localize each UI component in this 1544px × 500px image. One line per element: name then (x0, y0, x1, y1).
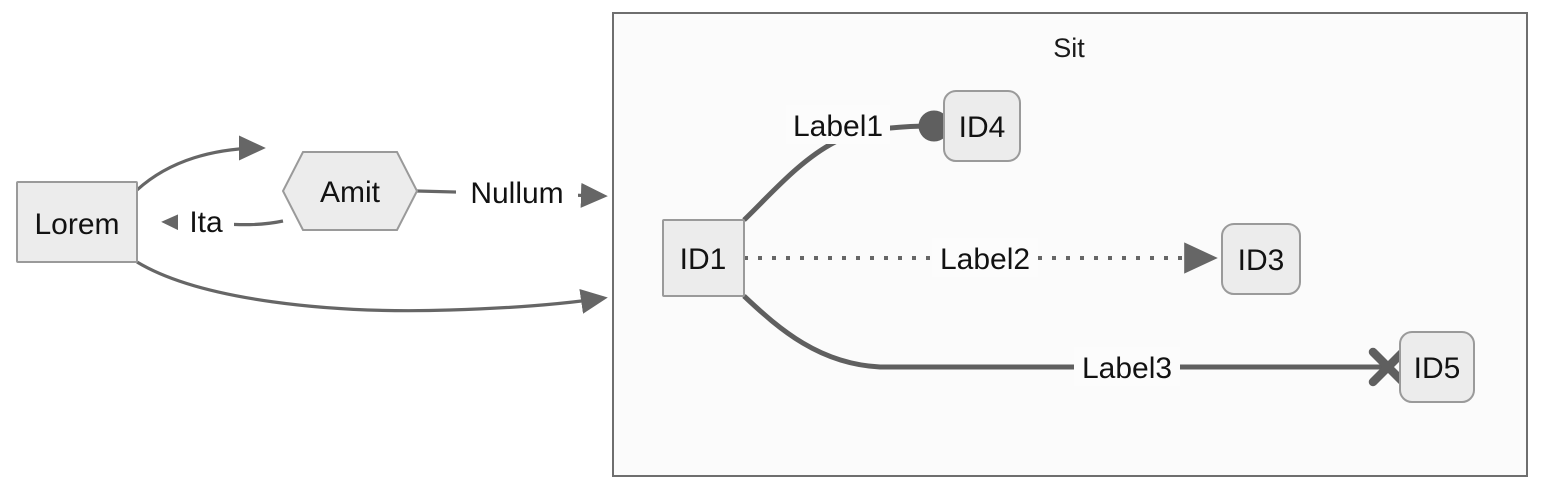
edge-amit-cluster-label: Nullum (470, 177, 563, 210)
edge-id1-id5-label: Label3 (1082, 352, 1172, 385)
edge-id1-id4: Label1 (742, 105, 950, 222)
edge-amit-lorem-label: Ita (189, 206, 223, 239)
edge-amit-cluster-label-bg (456, 175, 578, 211)
edge-id1-id5: Label3 (742, 294, 1408, 387)
node-lorem-shape[interactable] (16, 181, 138, 263)
node-id1-shape[interactable] (662, 219, 745, 297)
edge-amit-cluster: Nullum (416, 175, 608, 211)
node-id4-shape[interactable] (943, 90, 1021, 162)
node-id5[interactable]: ID5 (1399, 331, 1475, 403)
node-amit[interactable]: Amit (281, 151, 419, 231)
edge-lorem-amit-path (135, 135, 266, 192)
node-id3-label: ID3 (1238, 244, 1285, 277)
edge-lorem-amit (135, 135, 266, 192)
node-id4-label: ID4 (959, 111, 1006, 144)
edge-amit-lorem: Ita (161, 205, 284, 239)
edge-id1-id4-label-bg (786, 105, 890, 144)
node-id4[interactable]: ID4 (943, 90, 1021, 162)
edge-lorem-cluster (136, 260, 608, 314)
edge-lorem-cluster-path (136, 260, 608, 314)
node-id3-shape[interactable] (1221, 223, 1301, 295)
node-amit-shape[interactable] (281, 151, 419, 231)
subgraph-sit: Sit (612, 12, 1528, 477)
edge-id1-id5-path (742, 294, 1408, 387)
edge-id1-id3-label: Label2 (940, 243, 1030, 276)
edge-amit-lorem-label-bg (178, 205, 234, 239)
node-id3[interactable]: ID3 (1221, 223, 1301, 295)
edge-id1-id3: Label2 (744, 238, 1218, 277)
node-lorem-label: Lorem (34, 208, 119, 241)
edge-id1-id5-label-bg (1074, 347, 1180, 386)
node-id5-shape[interactable] (1399, 331, 1475, 403)
edge-id1-id3-label-bg (932, 238, 1038, 277)
node-amit-label: Amit (320, 176, 381, 209)
subgraph-sit-title: Sit (1053, 33, 1085, 63)
node-id5-label: ID5 (1414, 352, 1461, 385)
node-lorem[interactable]: Lorem (16, 181, 138, 263)
node-id1[interactable]: ID1 (662, 219, 745, 297)
edge-id1-id4-label: Label1 (793, 110, 883, 143)
subgraph-sit-boundary (612, 12, 1528, 477)
node-id1-label: ID1 (680, 243, 727, 276)
